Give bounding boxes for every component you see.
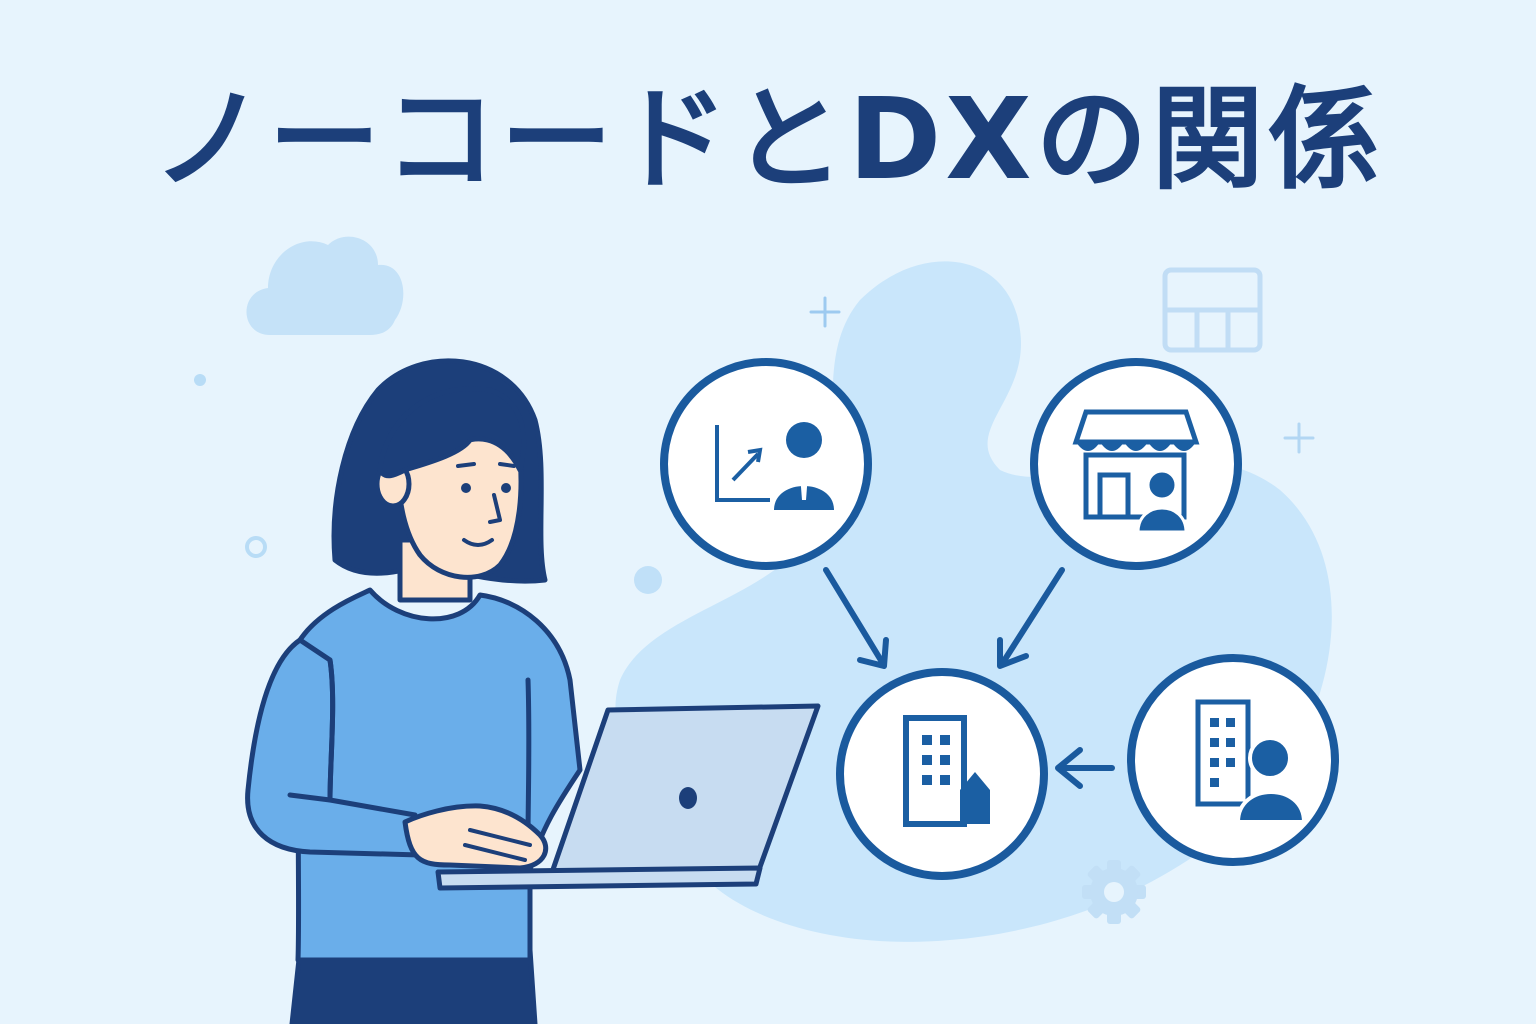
storefront-person-icon — [1030, 358, 1242, 570]
plus-icon — [809, 296, 841, 328]
building-person-icon — [1127, 654, 1339, 866]
cloud-icon — [246, 236, 404, 335]
arrow-to-company — [1055, 747, 1115, 789]
dot-shape — [634, 566, 662, 594]
company-building-icon — [836, 668, 1048, 880]
dot-shape — [194, 374, 206, 386]
arrow-to-company — [823, 567, 889, 669]
woman-illustration — [245, 358, 821, 1024]
gear-icon — [1082, 860, 1146, 924]
table-icon — [1162, 267, 1263, 353]
arrow-to-company — [997, 567, 1065, 669]
growth-chart-businessperson-icon — [660, 358, 872, 570]
plus-icon — [1283, 422, 1315, 454]
ring-shape — [245, 536, 267, 558]
page-title: ノーコードとDXの関係 — [152, 75, 1384, 205]
